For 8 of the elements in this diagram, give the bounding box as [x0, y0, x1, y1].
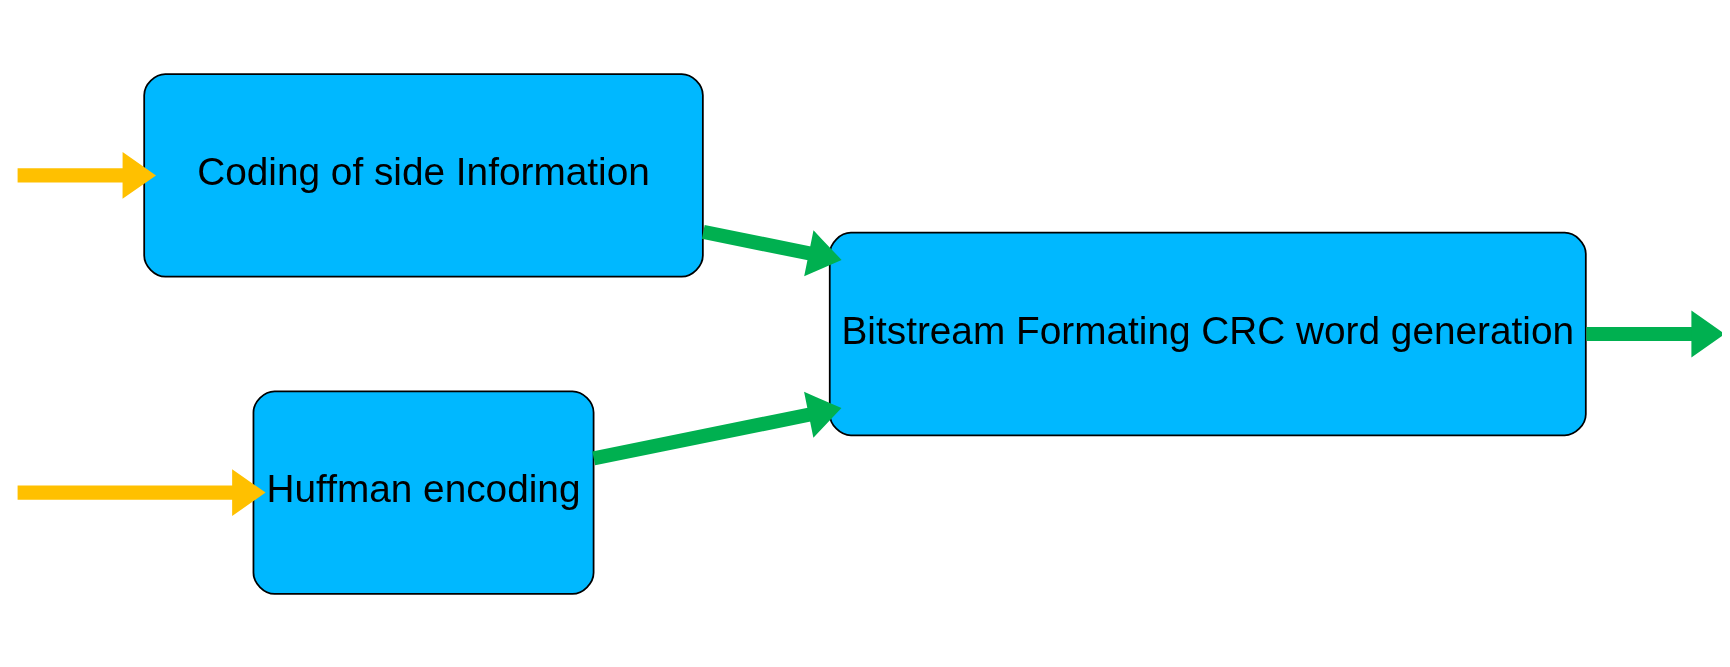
node-box: Coding of side Information	[143, 72, 704, 278]
arrow	[592, 391, 842, 465]
arrow	[17, 151, 157, 199]
arrow	[17, 468, 266, 516]
node-box: Huffman encoding	[252, 389, 595, 595]
node-box: Bitstream Formating CRC word generation	[828, 231, 1587, 436]
arrow	[1586, 310, 1722, 357]
arrow	[701, 224, 842, 276]
